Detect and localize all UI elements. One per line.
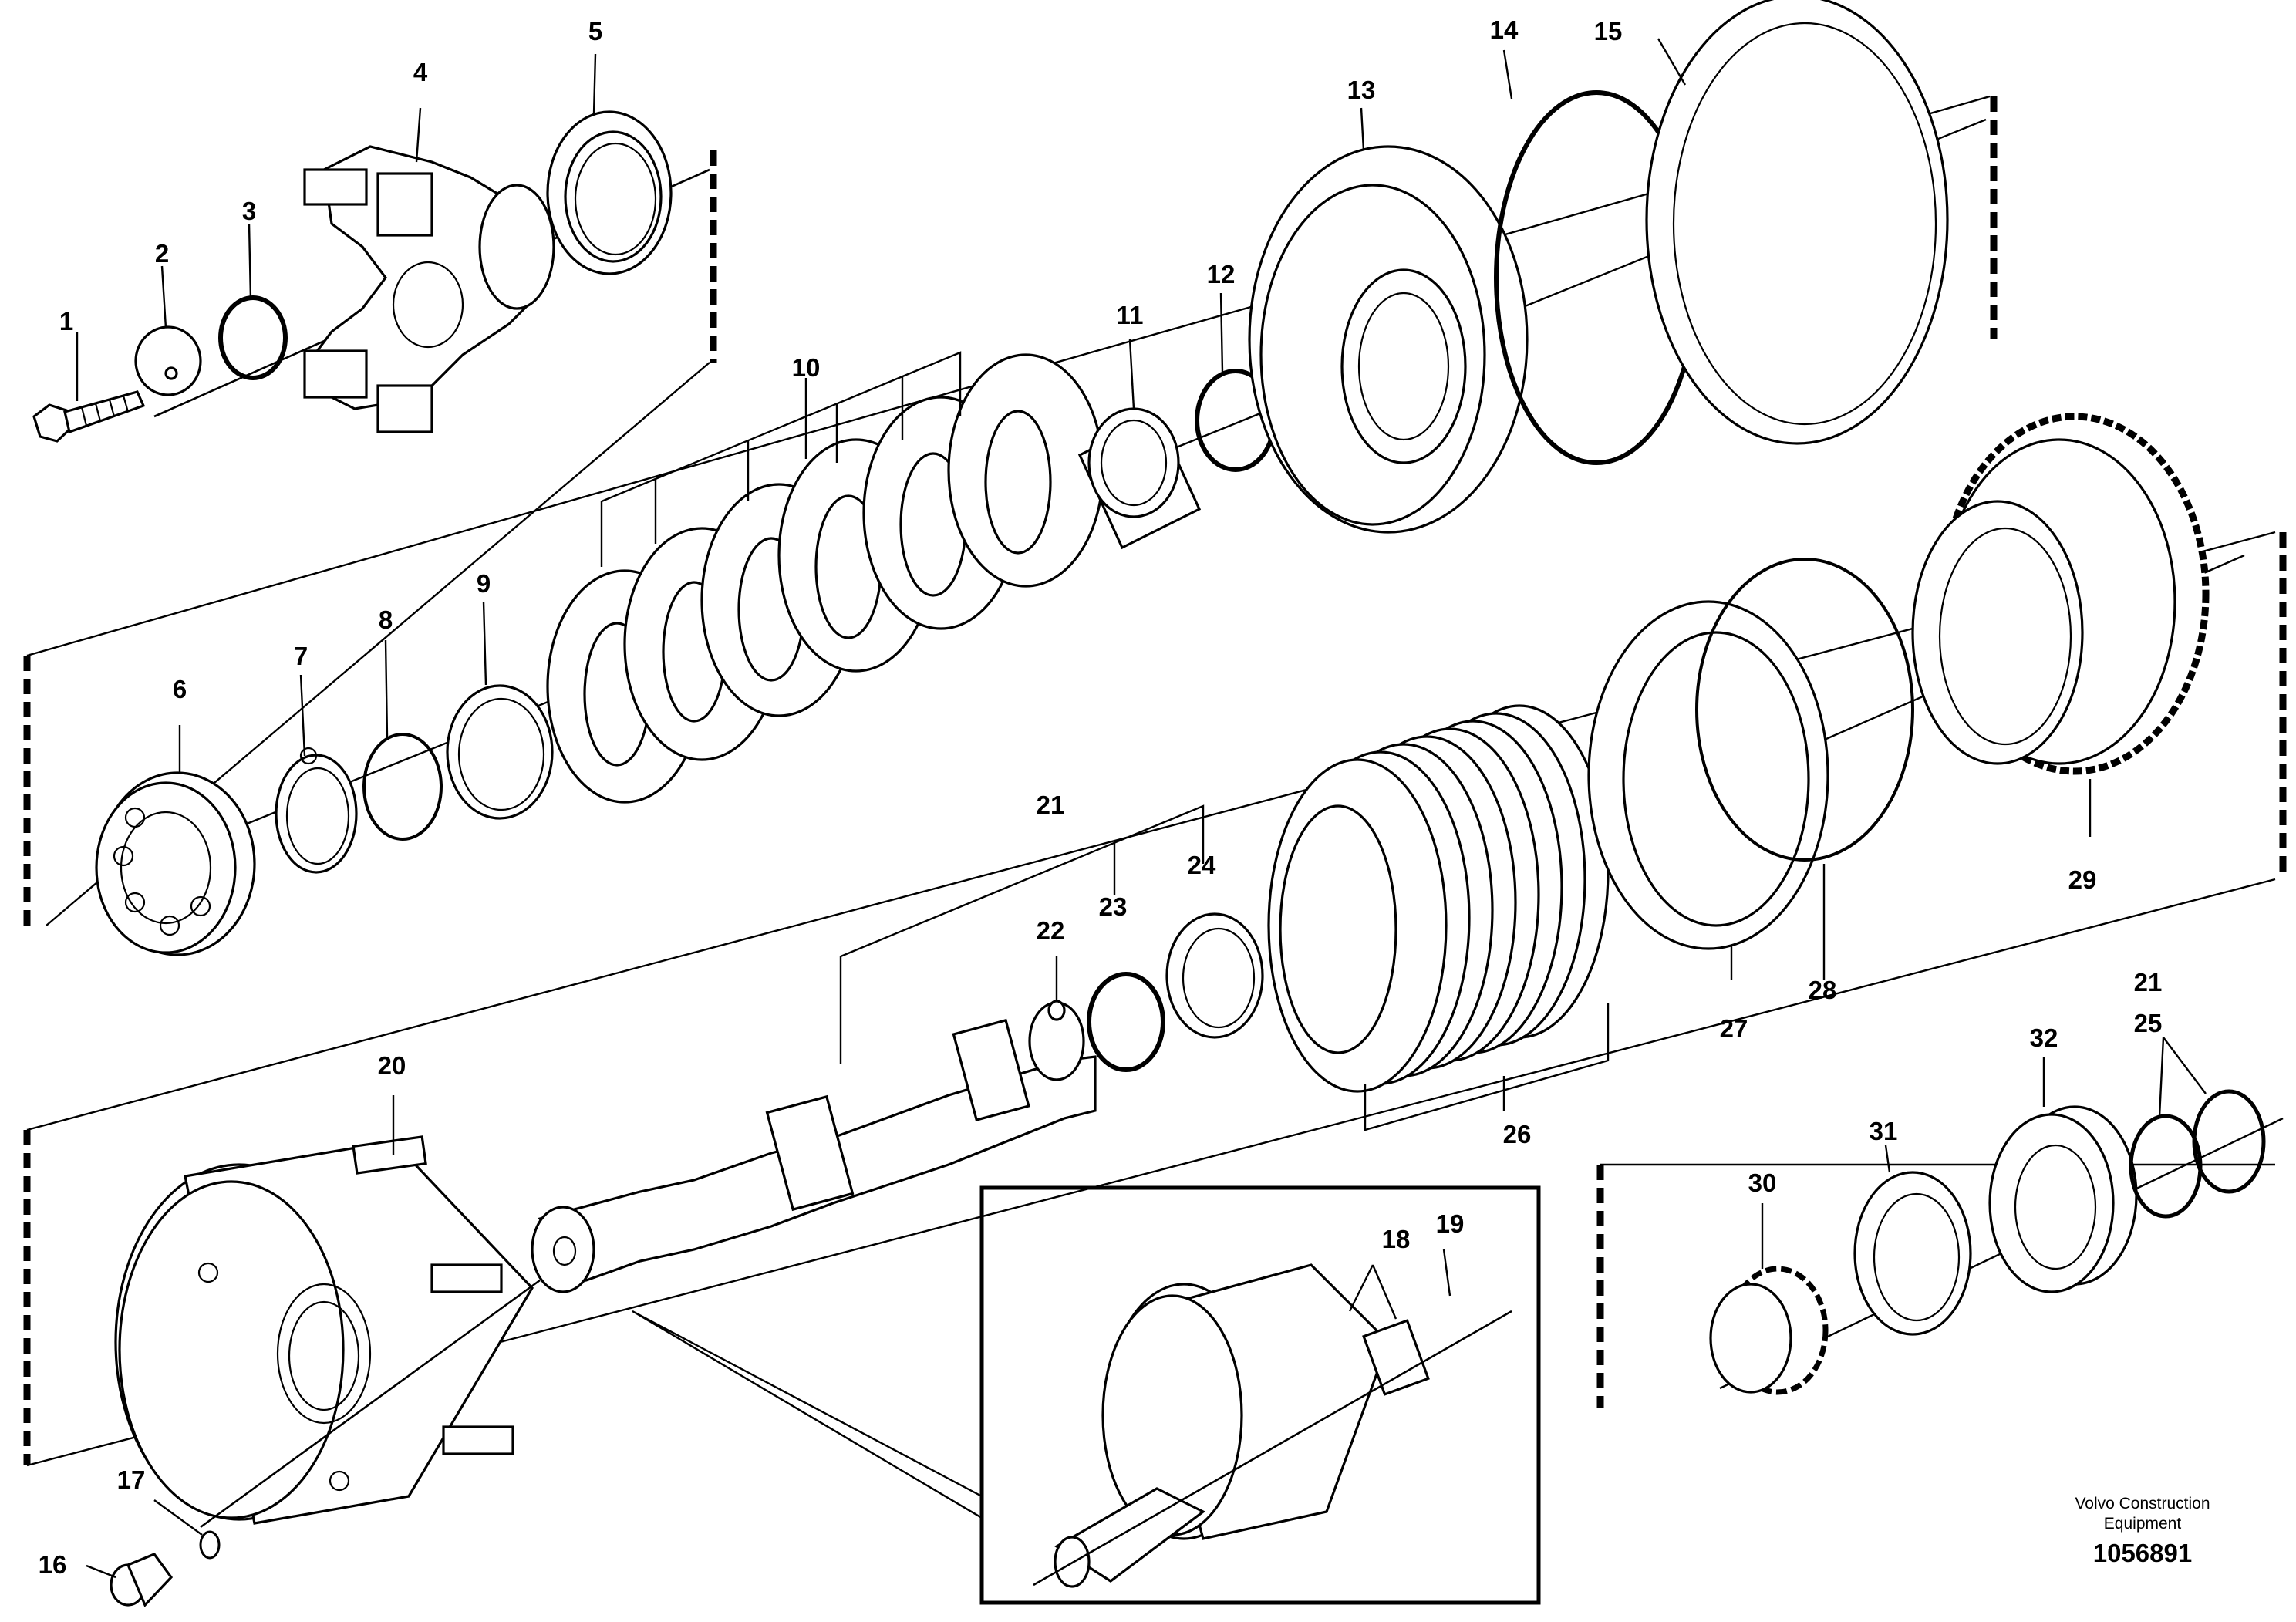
- group-flange-assembly: [32, 110, 717, 926]
- callout-4: 4: [413, 58, 428, 86]
- inset-frame: [979, 1185, 1541, 1605]
- callout-31: 31: [1870, 1117, 1898, 1145]
- part-7-circlip[interactable]: [275, 747, 358, 874]
- part-13-piston[interactable]: [1248, 145, 1529, 534]
- callout-30: 30: [1748, 1168, 1777, 1197]
- credit-line-1: Volvo Construction: [2075, 1495, 2210, 1512]
- part-4-yoke[interactable]: [303, 145, 555, 433]
- callout-29: 29: [2068, 865, 2097, 894]
- callout-26: 26: [1503, 1120, 1532, 1148]
- leader-18b: [1371, 1264, 1397, 1320]
- callout-16: 16: [39, 1550, 67, 1579]
- part-21-shaft[interactable]: [531, 1001, 1097, 1293]
- callout-27: 27: [1720, 1014, 1748, 1043]
- callout-8: 8: [379, 605, 393, 634]
- callout-23: 23: [1099, 892, 1128, 921]
- part-24-thrust-washer[interactable]: [1165, 912, 1264, 1039]
- inset-pointer: [632, 1310, 983, 1520]
- callout-5: 5: [588, 17, 602, 46]
- part-17-o-ring[interactable]: [199, 1530, 221, 1560]
- part-10-disc-stack[interactable]: [546, 353, 1104, 804]
- hub-axis: [200, 1279, 541, 1529]
- callout-22: 22: [1037, 916, 1065, 945]
- callout-21-upper: 21: [1037, 791, 1065, 819]
- callout-10: 10: [792, 353, 821, 382]
- credit-line-2: Equipment: [2104, 1515, 2182, 1533]
- callout-11: 11: [1117, 301, 1144, 329]
- leader-19: [1442, 1249, 1451, 1297]
- part-16-plug[interactable]: [110, 1553, 174, 1607]
- part-26-friction-discs[interactable]: [1267, 704, 1610, 1093]
- leader-lines: [76, 38, 2207, 1579]
- group-gear-clutch: [23, 413, 2287, 1467]
- part-23-o-ring[interactable]: [1087, 972, 1165, 1072]
- part-25-rings[interactable]: [2129, 1089, 2266, 1219]
- part-3-o-ring[interactable]: [218, 295, 288, 380]
- callout-3: 3: [242, 197, 256, 225]
- callout-18: 18: [1382, 1225, 1411, 1253]
- part-9-thrust-ring[interactable]: [446, 684, 554, 820]
- callout-6: 6: [173, 675, 187, 703]
- part-15-seal-ring[interactable]: [1645, 0, 1949, 445]
- callout-12: 12: [1207, 260, 1236, 288]
- callout-13: 13: [1347, 76, 1376, 104]
- part-1-bolt[interactable]: [32, 390, 146, 443]
- credit-block: Volvo Construction Equipment 1056891: [2075, 1495, 2210, 1567]
- callout-28: 28: [1809, 976, 1837, 1004]
- group3-top-edge: [26, 531, 2276, 1131]
- inset-axis: [1033, 1310, 1512, 1587]
- part-21-bracket: [839, 804, 1205, 1064]
- leader-18a: [1348, 1264, 1374, 1312]
- callout-24: 24: [1188, 851, 1216, 879]
- inset-hub-shaft[interactable]: [1054, 1263, 1430, 1588]
- callout-32: 32: [2030, 1023, 2058, 1052]
- part-10-bracket: [600, 351, 962, 567]
- part-2-washer[interactable]: [134, 325, 202, 396]
- callout-1: 1: [59, 307, 73, 336]
- group-middle-shaft-parts: [23, 0, 1998, 956]
- callout-15: 15: [1594, 17, 1623, 46]
- callout-14: 14: [1490, 15, 1519, 44]
- callout-labels: 1 2 3 4 5 6 7 8 9 10 11 12 13 14 15 16 1…: [39, 15, 2163, 1579]
- reference-number: 1056891: [2093, 1539, 2192, 1567]
- part-30-gear[interactable]: [1709, 1266, 1829, 1395]
- callout-2: 2: [155, 239, 169, 268]
- callout-9: 9: [477, 569, 491, 598]
- callout-17: 17: [117, 1465, 146, 1494]
- callout-7: 7: [294, 642, 308, 670]
- detail-inset: [632, 1185, 1541, 1605]
- part-5-seal[interactable]: [546, 110, 673, 275]
- group-bearing-set: [1596, 1089, 2284, 1408]
- part-20-clutch-hub[interactable]: [114, 1135, 534, 1525]
- part-32-bearing[interactable]: [1988, 1105, 2138, 1293]
- callout-19: 19: [1436, 1209, 1465, 1238]
- part-6-bearing[interactable]: [95, 771, 256, 956]
- part-8-ring[interactable]: [362, 733, 443, 841]
- callout-25: 25: [2134, 1009, 2163, 1037]
- part-26-bracket: [1364, 1003, 1610, 1131]
- part-11-bushing[interactable]: [1077, 407, 1202, 550]
- part-28-snap-ring[interactable]: [1695, 558, 1914, 862]
- part-29-gear[interactable]: [1911, 413, 2210, 775]
- callout-20: 20: [378, 1051, 406, 1080]
- part-31-ring[interactable]: [1853, 1171, 1972, 1336]
- part-22-pin[interactable]: [1047, 1000, 1066, 1021]
- callout-21-lower: 21: [2134, 968, 2163, 996]
